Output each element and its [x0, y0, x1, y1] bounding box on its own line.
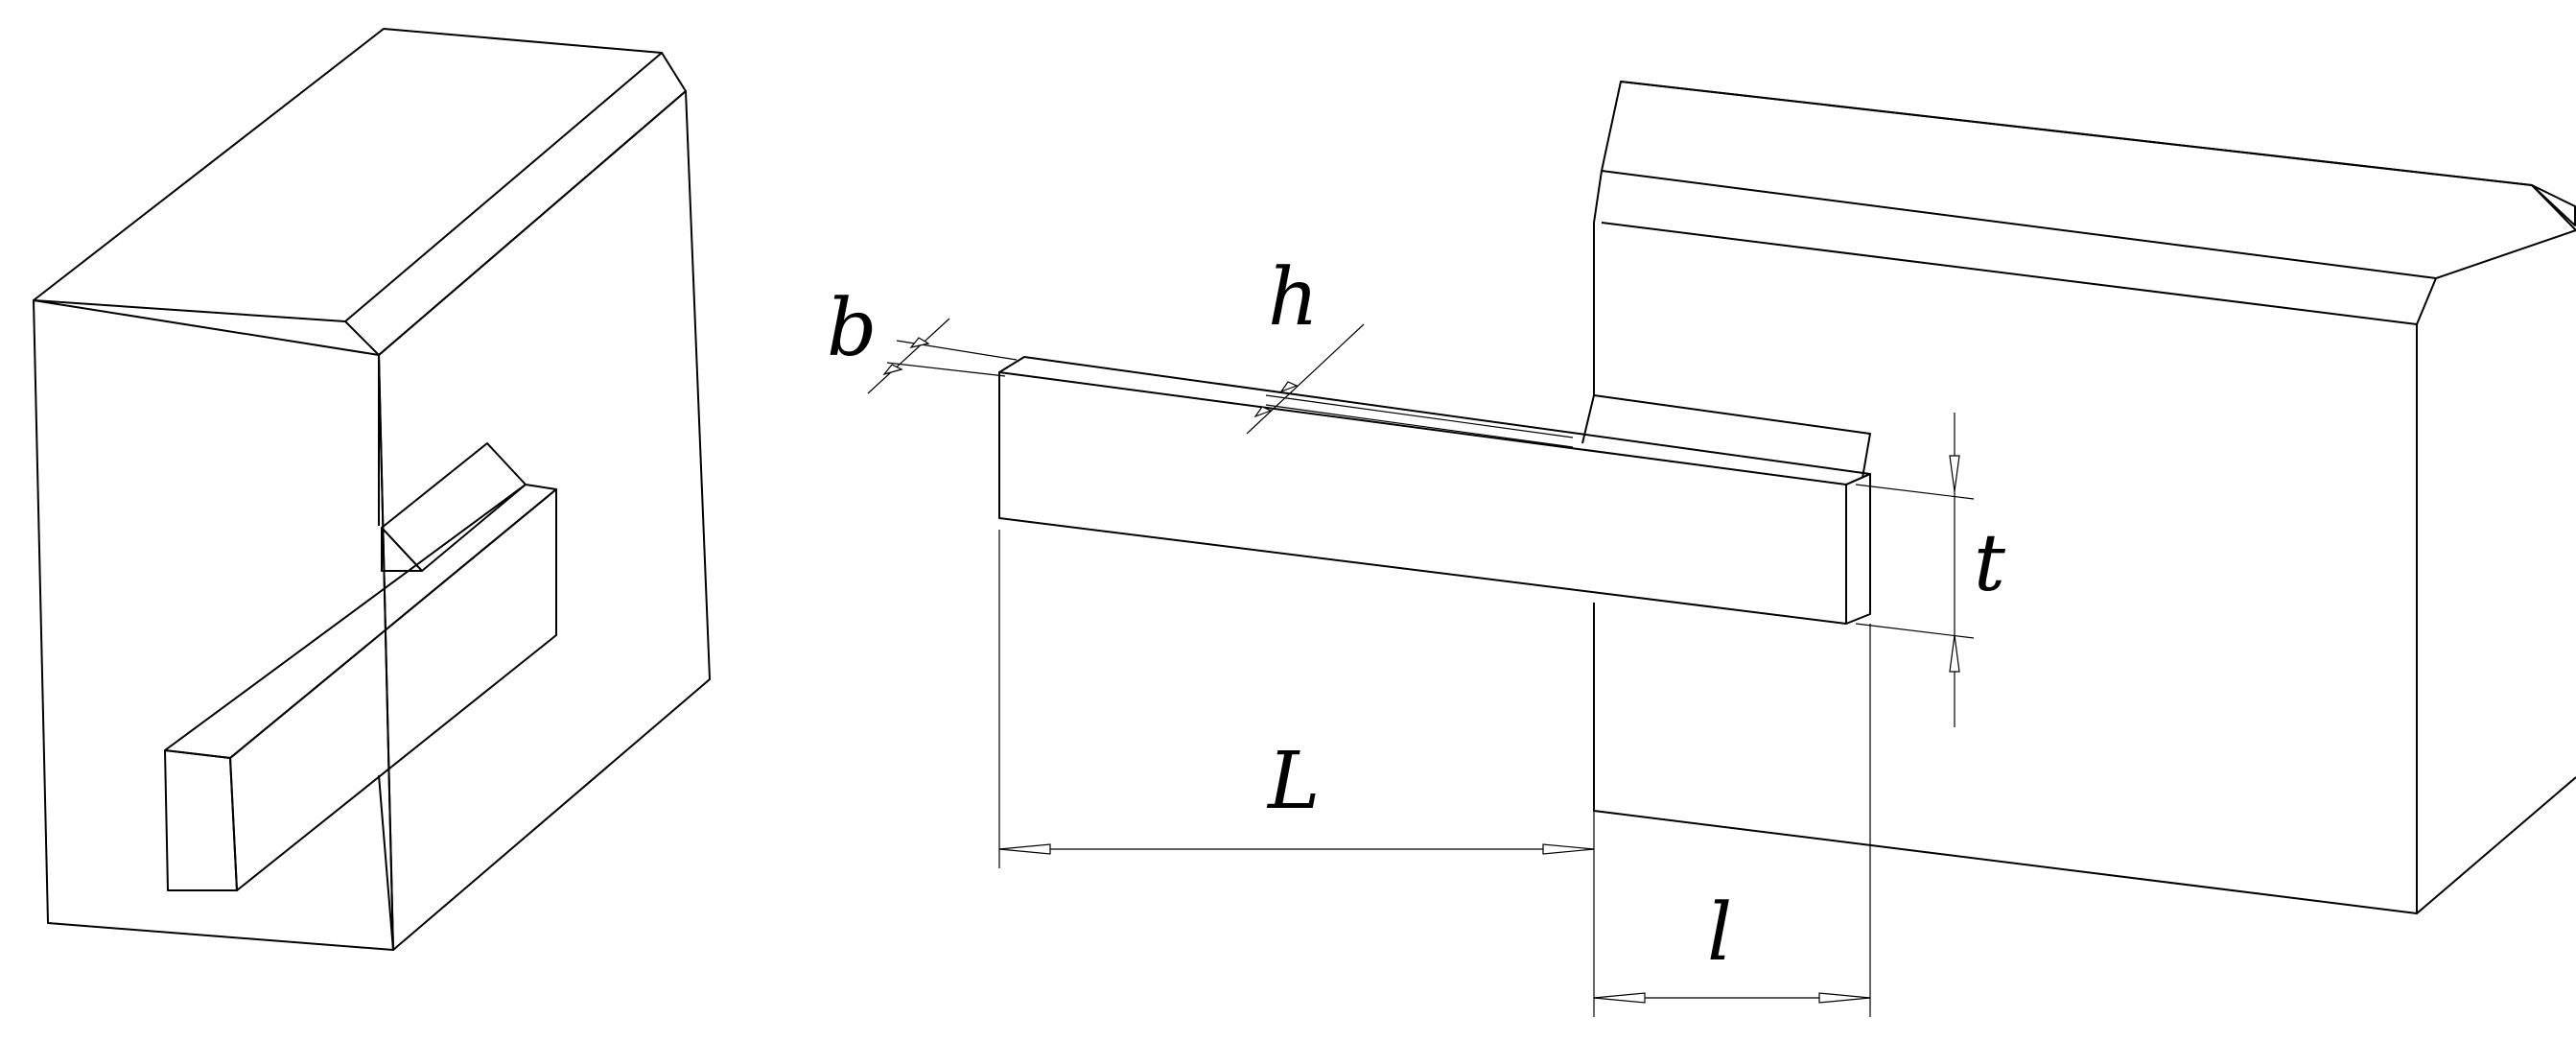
dim-l-arrow-right — [1818, 992, 1871, 1004]
key-bar — [998, 356, 1871, 625]
dim-b-line — [867, 318, 950, 394]
key-bar-front — [998, 356, 1871, 625]
label-t: t — [1974, 518, 2006, 609]
block-right-side — [2416, 776, 2576, 914]
block-top-back — [1601, 81, 2576, 231]
bar-right-face — [229, 488, 557, 891]
bar-front-face — [164, 749, 238, 891]
dim-b-arrow-2 — [882, 364, 903, 376]
block-top-chamfer — [1601, 170, 2576, 279]
block-front-left — [1593, 170, 1603, 395]
housing-chamfer-edge — [344, 52, 663, 322]
label-b: b — [827, 283, 878, 374]
dim-L-arrow-right — [1542, 843, 1595, 855]
dim-h-line — [1246, 323, 1365, 435]
dim-h-arrow-2 — [1253, 406, 1273, 418]
shaded-model — [33, 28, 711, 951]
ext-t-bottom — [1855, 623, 1975, 639]
block-top-face — [1620, 81, 2576, 226]
bar-top-face — [164, 484, 557, 759]
dimension-lines — [867, 318, 1960, 1004]
housing-right-face — [378, 90, 711, 951]
block-outline — [1593, 81, 2576, 914]
bar-part — [164, 484, 557, 891]
housing-slot-edge-lower — [378, 774, 394, 951]
key-bar-end — [1845, 473, 1871, 625]
housing-top-face — [33, 28, 687, 356]
key-bar-top-line — [998, 371, 1847, 485]
key-bar-groove — [1265, 394, 1574, 438]
label-h: h — [1268, 252, 1319, 343]
dim-b-arrow-1 — [909, 337, 930, 348]
block-chamfer-lower — [1601, 222, 2437, 325]
dim-L-arrow-left — [998, 843, 1051, 855]
label-l: l — [1707, 888, 1732, 979]
label-L: L — [1266, 736, 1320, 827]
ext-t-top — [1855, 484, 1975, 500]
dim-l-arrow-left — [1593, 992, 1646, 1004]
slot-outline — [1581, 394, 1871, 479]
key-bar-groove-2 — [1265, 404, 1574, 448]
dim-t-arrow-top — [1949, 455, 1960, 492]
line-drawing: b h t L l — [827, 81, 2576, 1017]
dimension-labels: b h t L l — [827, 252, 2006, 979]
wedge-side-face — [381, 527, 423, 572]
ext-b-2 — [886, 362, 1006, 377]
extension-lines — [886, 340, 1975, 1017]
wedge-part — [381, 442, 527, 572]
housing-block — [33, 28, 711, 951]
dim-t-arrow-bottom — [1949, 634, 1960, 673]
dim-h-arrow-1 — [1279, 381, 1299, 393]
housing-front-face — [33, 299, 394, 951]
